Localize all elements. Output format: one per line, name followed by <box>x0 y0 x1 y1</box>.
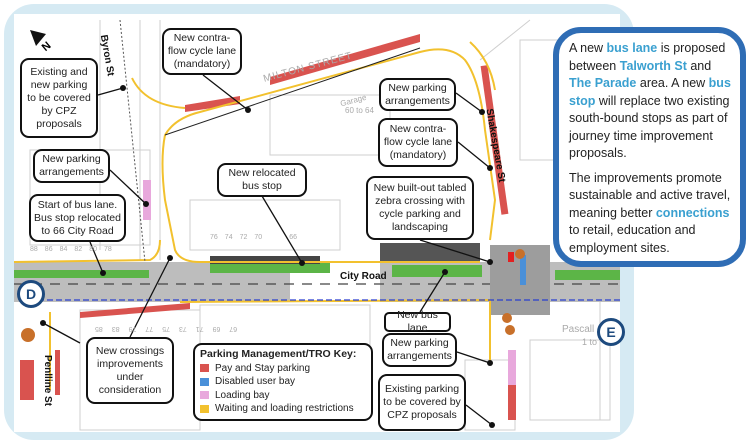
parking-key: Parking Management/TRO Key: Pay and Stay… <box>193 343 373 421</box>
house-number: 86 <box>44 246 53 253</box>
house-number: 66 <box>289 234 297 241</box>
highlighted-text: connections <box>655 205 730 220</box>
house-numbers-north-west: 88 86 84 82 80 78 <box>30 246 112 253</box>
callout-crossings: New crossings improvements under conside… <box>86 337 174 404</box>
key-title: Parking Management/TRO Key: <box>200 348 357 360</box>
callout-zebra-crossing: New built-out tabled zebra crossing with… <box>366 176 474 240</box>
footway-build <box>210 256 320 264</box>
house-number: 77 <box>145 325 154 332</box>
street-label-city-road: City Road <box>340 271 387 282</box>
key-label: Pay and Stay parking <box>215 362 311 374</box>
bus-lane-east <box>392 265 482 277</box>
pay-stay-south-east <box>508 385 516 420</box>
highlighted-text: The Parade <box>569 76 637 90</box>
info-text: is proposed between <box>569 41 726 73</box>
info-paragraph-1: A new bus lane is proposed between Talwo… <box>569 40 732 163</box>
street-label-pascall: Pascall <box>562 324 595 335</box>
info-paragraph-2: The improvements promote sustainable and… <box>569 170 732 258</box>
callout-cpz-right: Existing parking to be covered by CPZ pr… <box>378 374 466 431</box>
callout-parking-right-bottom: New parking arrangements <box>382 333 457 367</box>
house-number: 82 <box>74 246 83 253</box>
byron-kerb <box>119 19 146 263</box>
house-number: 74 <box>224 234 233 241</box>
leader-dots <box>40 85 495 428</box>
house-numbers-south: 85 83 79 77 75 73 71 69 67 <box>95 325 237 332</box>
leader-lines <box>42 74 493 426</box>
key-label: Loading bay <box>215 389 270 401</box>
house-number: 75 <box>162 325 170 332</box>
callout-bus-lane-start: Start of bus lane. Bus stop relocated to… <box>29 194 126 242</box>
callout-parking-right-top: New parking arrangements <box>379 78 456 111</box>
pay-stay-penlline-2 <box>55 350 60 395</box>
house-number: 80 <box>89 246 97 253</box>
cycle-lane-line <box>164 47 421 136</box>
pay-stay-south <box>80 303 190 318</box>
key-item-waiting: Waiting and loading restrictions <box>200 402 366 416</box>
info-text: area. A new <box>636 76 709 90</box>
callout-cpz-left: Existing and new parking to be covered b… <box>20 58 98 138</box>
key-item-loading: Loading bay <box>200 389 366 403</box>
built-out-area <box>380 243 480 261</box>
house-number: 78 <box>103 246 112 253</box>
callout-contraflow-top: New contra-flow cycle lane (mandatory) <box>162 28 242 75</box>
callout-parking-left: New parking arrangements <box>33 149 110 183</box>
house-number: 88 <box>30 246 38 253</box>
house-number: 67 <box>229 325 238 332</box>
callout-relocated-stop: New relocated bus stop <box>217 163 307 197</box>
callout-new-bus-lane: New bus lane <box>384 309 451 334</box>
crossing-red <box>508 252 514 262</box>
key-label: Waiting and loading restrictions <box>215 403 354 414</box>
house-number: 71 <box>195 325 204 332</box>
loading-swatch <box>200 391 209 400</box>
pascall-numbers: 1 to <box>582 337 598 347</box>
disabled-swatch <box>200 377 209 386</box>
house-number: 84 <box>59 246 68 253</box>
pay-stay-penlline <box>20 360 34 400</box>
info-text: The improvements promote sustainable and… <box>569 170 731 220</box>
callout-contraflow-right: New contra-flow cycle lane (mandatory) <box>378 118 458 167</box>
key-item-disabled: Disabled user bay <box>200 375 366 389</box>
house-number: 76 <box>210 234 218 241</box>
location-marker-e: E <box>597 318 625 346</box>
house-number: 79 <box>128 325 137 332</box>
pay-stay-milton-2 <box>270 34 420 85</box>
pay-stay-shakespeare <box>480 65 509 215</box>
info-text: and <box>686 58 712 73</box>
highlighted-text: bus lane <box>606 41 658 55</box>
info-panel: A new bus lane is proposed between Talwo… <box>553 27 746 267</box>
house-number: 73 <box>178 325 187 332</box>
disabled-bay <box>520 255 526 285</box>
highlighted-text: Talworth St <box>619 58 687 73</box>
pay-stay-swatch <box>200 364 209 373</box>
house-number: 72 <box>239 234 248 241</box>
street-label-penlline: Penlline St <box>42 354 54 407</box>
key-label: Disabled user bay <box>215 376 296 387</box>
waiting-swatch <box>200 404 209 413</box>
info-text: to retail, education and employment site… <box>569 223 696 255</box>
house-number: 85 <box>95 325 103 332</box>
info-text: A new <box>569 41 607 55</box>
house-number: 69 <box>212 325 221 332</box>
info-text: will replace two existing south-bound st… <box>569 93 730 161</box>
pay-stay-milton-1 <box>185 96 240 112</box>
location-marker-d: D <box>17 280 45 308</box>
loading-bay-south <box>508 350 516 385</box>
trees <box>21 249 525 342</box>
loading-bay-byron <box>143 180 151 220</box>
house-numbers-north: 76 74 72 70 66 <box>210 234 297 241</box>
highlighted-text: bus stop <box>569 76 731 108</box>
waiting-restrictions <box>13 41 497 390</box>
house-number: 70 <box>254 234 263 241</box>
house-number: 83 <box>111 325 120 332</box>
bus-lane-west <box>14 270 149 278</box>
bus-lane-stop <box>210 263 330 273</box>
key-item-pay-stay: Pay and Stay parking <box>200 362 366 376</box>
bus-lane-far-east <box>555 270 620 280</box>
garage-numbers: 60 to 64 <box>345 106 374 115</box>
